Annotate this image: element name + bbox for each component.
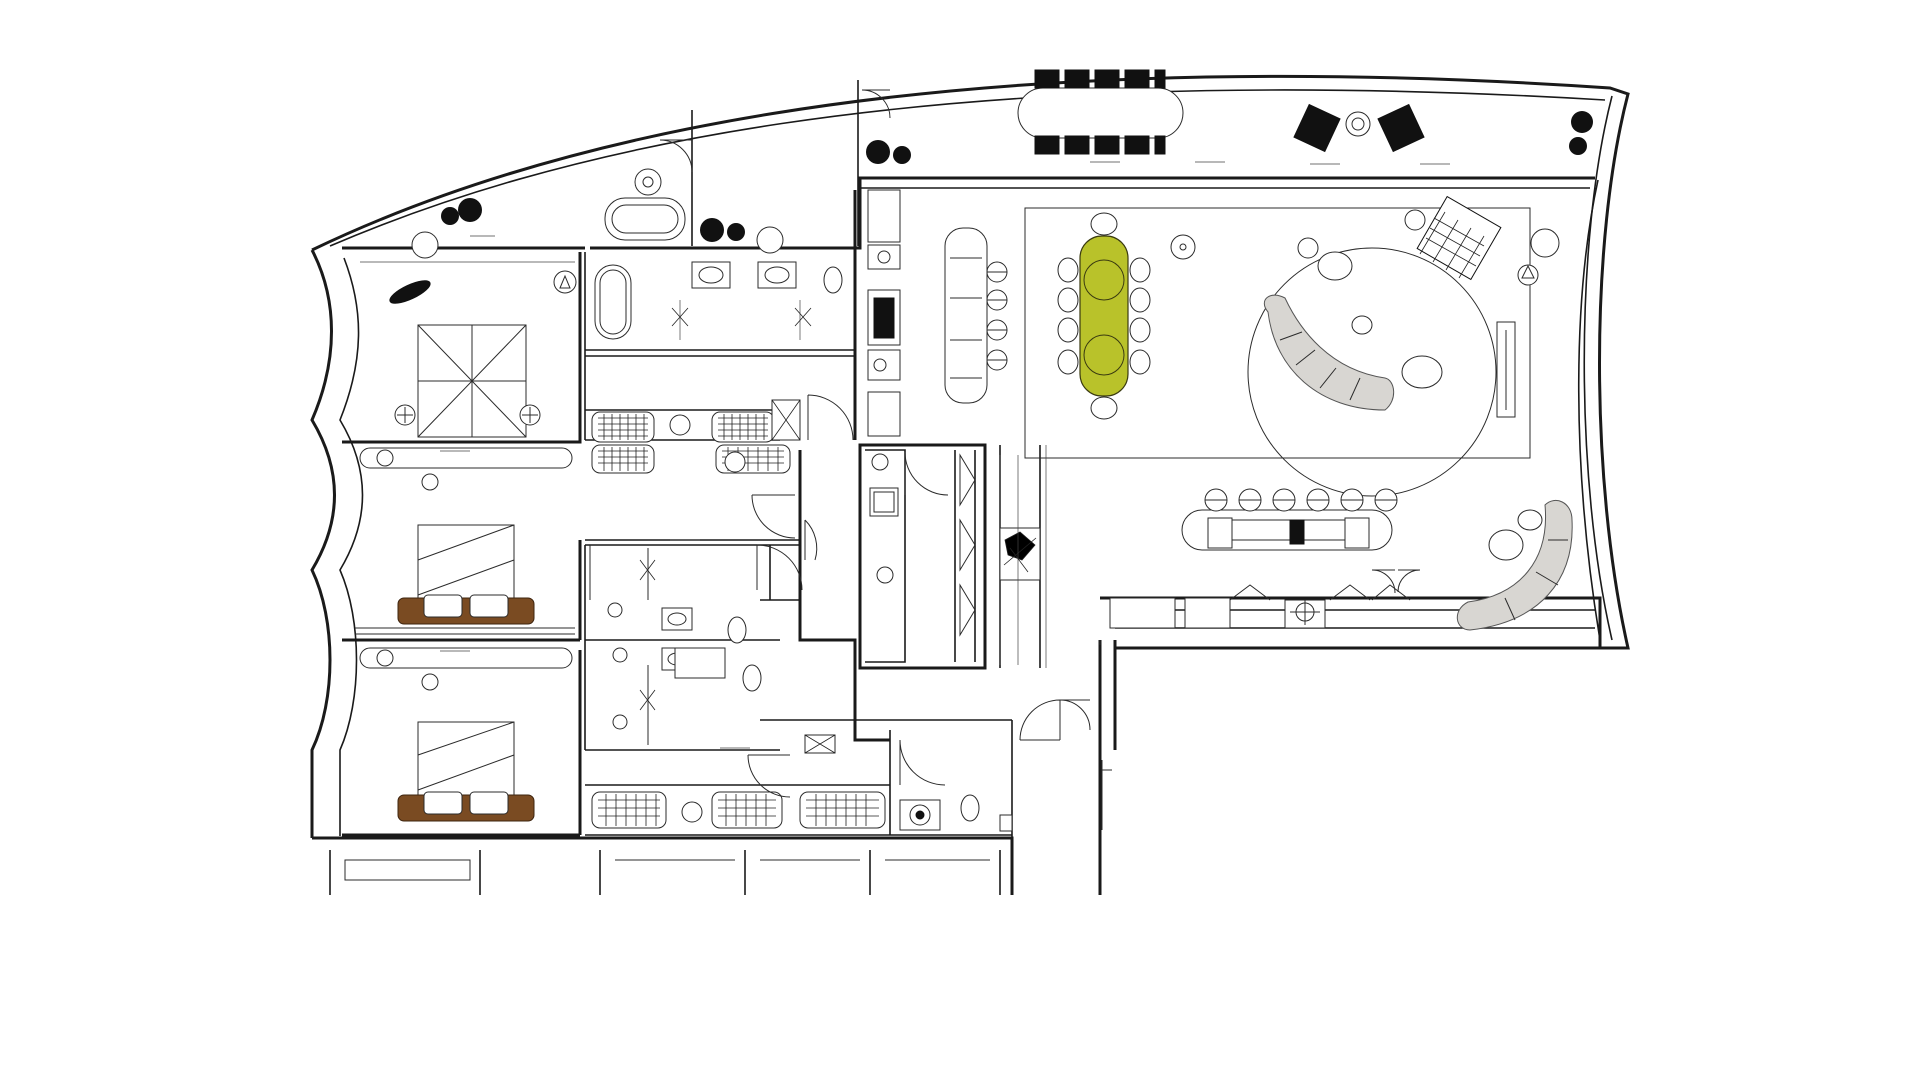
sun-loungers [1293, 103, 1425, 153]
terrace-chairs-south [1034, 135, 1166, 155]
toilet-1 [727, 616, 747, 644]
terrace [411, 69, 1593, 259]
walk-in-closet [591, 394, 854, 539]
wardrobe-6 [711, 791, 783, 829]
terrace-dining-table [1017, 87, 1184, 139]
interior-walls [342, 80, 1602, 838]
lounge [1247, 195, 1560, 497]
wardrobe-2 [711, 411, 775, 443]
wardrobe-3 [591, 444, 655, 474]
terrace-plants [441, 111, 1593, 242]
toilet-master [823, 266, 843, 294]
laundry [804, 699, 1061, 832]
bedroom-1 [355, 447, 575, 635]
bedroom-2 [359, 647, 573, 822]
toilet-3 [960, 794, 980, 822]
bar-stools [1204, 488, 1398, 512]
outdoor-tub [604, 168, 686, 241]
dining-area [1057, 212, 1196, 420]
wardrobe-1 [591, 411, 655, 443]
outer-envelope [310, 74, 1630, 895]
dining-chairs [1057, 212, 1151, 420]
bedroom-1-bench [359, 447, 573, 469]
lower-closets [591, 754, 886, 829]
wardrobe-5 [591, 791, 667, 829]
dining-table [1079, 235, 1129, 397]
fridge [867, 189, 901, 243]
master-bathroom [594, 261, 843, 340]
corner-sofa [1456, 500, 1573, 631]
wardrobe-7 [799, 791, 886, 829]
armchair [1416, 195, 1502, 281]
bedroom-2-bench [359, 647, 573, 669]
round-rug [1247, 247, 1497, 497]
toilet-2 [742, 664, 762, 692]
curved-sofa [1263, 294, 1395, 411]
bed-2-frame [397, 794, 535, 822]
terrace-lamp-2 [756, 226, 784, 254]
terrace-chairs-north [1034, 69, 1166, 89]
master-void [417, 324, 527, 438]
shared-bathroom [589, 519, 818, 749]
master-suite [360, 261, 577, 438]
bed-1-frame [397, 597, 535, 625]
island-stools [986, 261, 1008, 371]
kitchen-island [944, 227, 988, 404]
terrace-lamp-1 [411, 231, 439, 259]
corridor [999, 445, 1112, 830]
kitchen [867, 189, 1008, 637]
bar [999, 488, 1421, 629]
